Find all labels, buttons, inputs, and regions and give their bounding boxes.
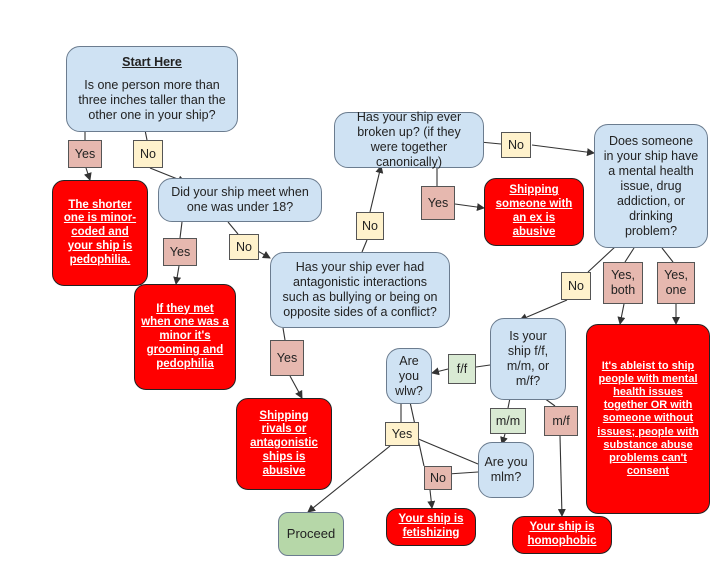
fetishizing-text: Your ship is fetishizing <box>398 513 464 539</box>
label-ff: f/f <box>448 354 476 384</box>
question-antagonistic: Has your ship ever had antagonistic inte… <box>270 252 450 328</box>
label-text: Yes <box>169 244 191 259</box>
outcome-minor-coded: The shorter one is minor-coded and your … <box>52 180 148 286</box>
label-yes-one: Yes, one <box>657 262 695 304</box>
wlw-text: Are you wlw? <box>395 353 423 398</box>
outcome-rivals: Shipping rivals or antagonistic ships is… <box>236 398 332 490</box>
minor-coded-text: The shorter one is minor-coded and your … <box>63 198 137 266</box>
connector <box>83 167 92 181</box>
outcome-fetishizing: Your ship is fetishizing <box>386 508 476 546</box>
question-start: Start Here Is one person more than three… <box>66 46 238 132</box>
label-text: Yes <box>391 426 413 441</box>
label-yes-broken-up: Yes <box>421 186 455 220</box>
connector <box>179 221 183 239</box>
ableist-text: It's ableist to ship people with mental … <box>597 359 699 478</box>
outcome-ableist: It's ableist to ship people with mental … <box>586 324 710 514</box>
label-no-antagonistic: No <box>356 212 384 240</box>
label-text: Yes <box>276 350 298 365</box>
connector <box>289 375 303 399</box>
connector <box>173 265 182 285</box>
homophobic-text: Your ship is homophobic <box>527 521 597 547</box>
question-ship-type: Is your ship f/f, m/m, or m/f? <box>490 318 566 400</box>
label-mm: m/m <box>490 408 526 434</box>
label-text: No <box>236 239 252 254</box>
label-text: No <box>568 278 584 293</box>
connector <box>531 144 595 157</box>
question-mental-health: Does someone in your ship have a mental … <box>594 124 708 248</box>
connector <box>361 239 368 253</box>
outcome-proceed: Proceed <box>278 512 344 556</box>
start-question-text: Is one person more than three inches tal… <box>78 78 226 122</box>
outcome-homophobic: Your ship is homophobic <box>512 516 612 554</box>
label-text: No <box>362 218 378 233</box>
question-met-under-18: Did your ship meet when one was under 18… <box>158 178 322 222</box>
connector <box>307 445 391 513</box>
label-no-met: No <box>229 234 259 260</box>
connector <box>369 165 384 213</box>
label-no-broken-up: No <box>501 132 531 158</box>
connector <box>282 327 286 341</box>
connector <box>587 245 617 273</box>
connector <box>519 299 568 321</box>
label-text: m/m <box>495 413 521 428</box>
mental-health-text: Does someone in your ship have a mental … <box>603 133 699 238</box>
grooming-text: If they met when one was a minor it's gr… <box>141 302 229 370</box>
label-yes-both: Yes, both <box>603 262 643 304</box>
label-no-wlw: No <box>424 466 452 490</box>
label-no-mental-health: No <box>561 272 591 300</box>
connector <box>454 203 485 212</box>
proceed-text: Proceed <box>286 526 336 542</box>
connector <box>661 247 674 263</box>
label-no-start: No <box>133 140 163 168</box>
connector <box>475 364 491 368</box>
label-text: f/f <box>456 361 468 376</box>
ship-type-text: Is your ship f/f, m/m, or m/f? <box>506 329 550 388</box>
label-yes-wlw: Yes <box>385 422 419 446</box>
outcome-ex-abusive: Shipping someone with an ex is abusive <box>484 178 584 246</box>
connector <box>447 471 479 475</box>
label-text: m/f <box>552 413 570 428</box>
connector <box>431 367 449 376</box>
label-yes-start: Yes <box>68 140 102 168</box>
connector <box>624 247 635 263</box>
connector <box>557 435 566 517</box>
question-mlm: Are you mlm? <box>478 442 534 498</box>
label-text: Yes, both <box>610 268 636 297</box>
connector <box>415 437 479 465</box>
ex-abusive-text: Shipping someone with an ex is abusive <box>495 184 573 238</box>
antagonistic-text: Has your ship ever had antagonistic inte… <box>282 260 438 319</box>
broken-up-text: Has your ship ever broken up? (if they w… <box>356 110 462 169</box>
label-text: No <box>430 470 446 485</box>
label-yes-antagonistic: Yes <box>270 340 304 376</box>
label-text: Yes <box>74 146 96 161</box>
label-yes-met: Yes <box>163 238 197 266</box>
met-under-18-text: Did your ship meet when one was under 18… <box>171 185 309 214</box>
label-text: No <box>140 146 156 161</box>
label-text: No <box>508 137 524 152</box>
label-text: Yes <box>427 195 449 210</box>
start-here-title: Start Here <box>122 55 182 69</box>
label-mf: m/f <box>544 406 578 436</box>
rivals-text: Shipping rivals or antagonistic ships is… <box>250 409 318 477</box>
connector <box>427 489 436 509</box>
label-text: Yes, one <box>664 268 688 297</box>
connector <box>227 221 239 235</box>
question-broken-up: Has your ship ever broken up? (if they w… <box>334 110 484 169</box>
outcome-grooming: If they met when one was a minor it's gr… <box>134 284 236 390</box>
mlm-text: Are you mlm? <box>484 455 528 484</box>
connector <box>617 303 626 325</box>
question-wlw: Are you wlw? <box>386 348 432 404</box>
